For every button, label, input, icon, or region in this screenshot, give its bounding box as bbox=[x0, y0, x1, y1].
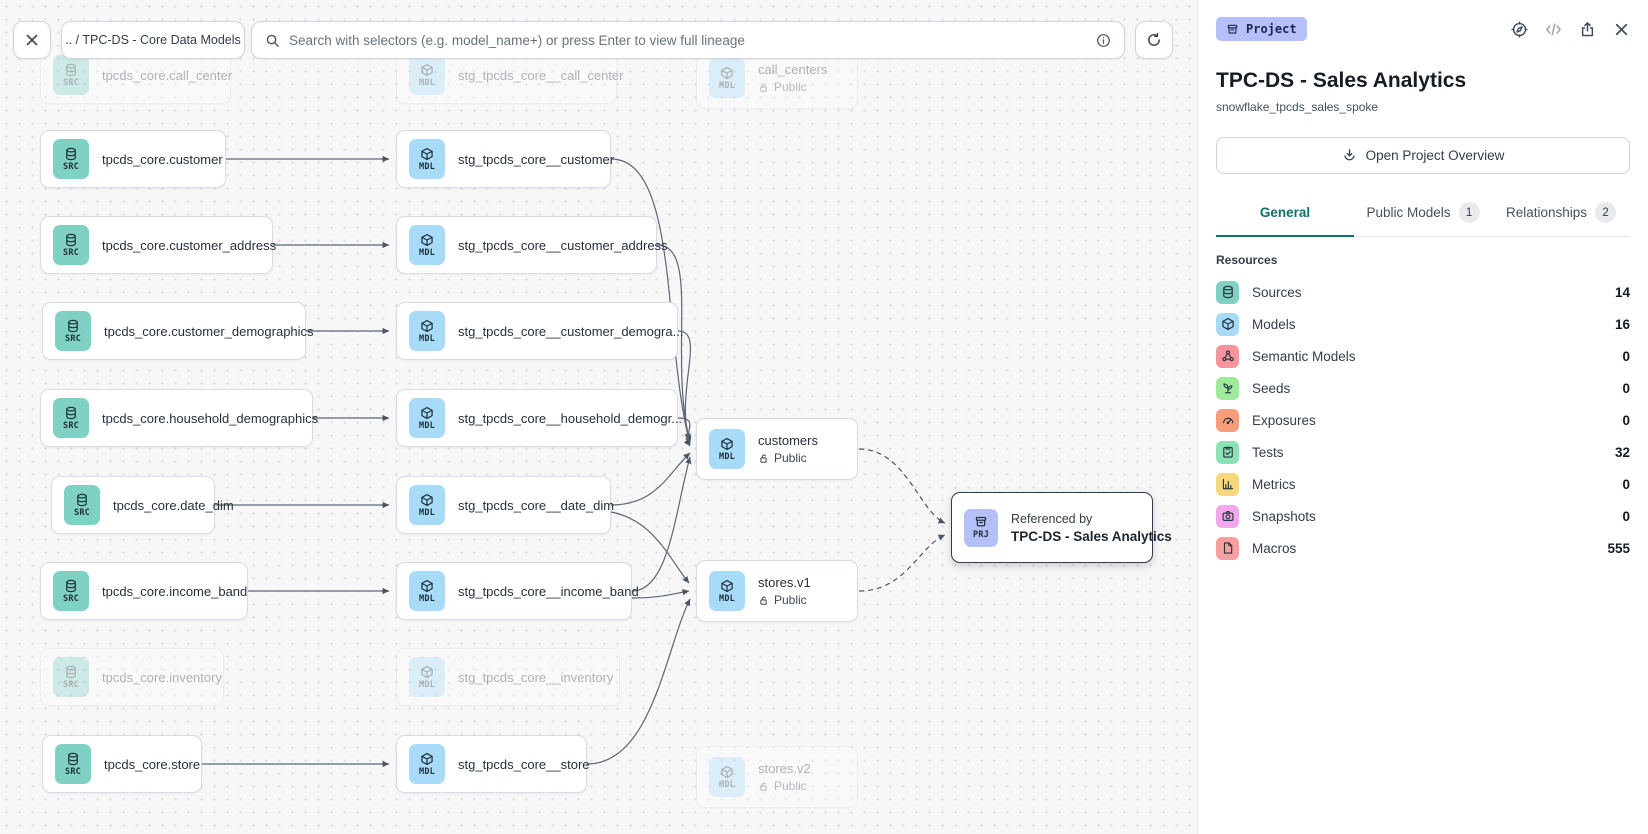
public-access-label: Public bbox=[758, 80, 827, 94]
graph-node-src-date-dim[interactable]: SRC tpcds_core.date_dim bbox=[51, 476, 234, 534]
model-icon: MDL bbox=[709, 757, 745, 797]
resources-section-title: Resources bbox=[1216, 253, 1278, 267]
model-icon: MDL bbox=[409, 398, 445, 438]
search-input[interactable] bbox=[289, 32, 1087, 48]
graph-node-stg-income-band[interactable]: MDL stg_tpcds_core__income_band bbox=[396, 562, 639, 620]
graph-node-stg-customer-demographics[interactable]: MDL stg_tpcds_core__customer_demogra... bbox=[396, 302, 683, 360]
breadcrumb[interactable]: .. / TPC-DS - Core Data Models bbox=[61, 21, 245, 59]
seedling-icon bbox=[1216, 376, 1239, 400]
close-panel-icon[interactable] bbox=[1613, 21, 1630, 38]
file-icon bbox=[1216, 536, 1239, 560]
graph-node-src-inventory[interactable]: SRC tpcds_core.inventory bbox=[40, 648, 224, 706]
bar-chart-icon bbox=[1216, 472, 1239, 496]
graph-node-src-customer-address[interactable]: SRC tpcds_core.customer_address bbox=[40, 216, 276, 274]
code-icon[interactable] bbox=[1545, 21, 1562, 38]
camera-icon bbox=[1216, 504, 1239, 528]
open-project-overview-button[interactable]: Open Project Overview bbox=[1216, 137, 1630, 174]
search-bar bbox=[251, 21, 1125, 59]
graph-node-src-customer[interactable]: SRC tpcds_core.customer bbox=[40, 130, 226, 188]
graph-node-stg-customer-address[interactable]: MDL stg_tpcds_core__customer_address bbox=[396, 216, 668, 274]
graph-node-stores-v2[interactable]: MDL stores.v2 Public bbox=[696, 746, 858, 808]
resource-row-semantic-models: Semantic Models 0 bbox=[1216, 340, 1630, 372]
model-icon: MDL bbox=[709, 571, 745, 611]
source-icon: SRC bbox=[53, 55, 89, 95]
project-subtitle: snowflake_tpcds_sales_spoke bbox=[1216, 100, 1379, 114]
resource-row-snapshots: Snapshots 0 bbox=[1216, 500, 1630, 532]
source-icon: SRC bbox=[53, 657, 89, 697]
page-title: TPC-DS - Sales Analytics bbox=[1216, 69, 1467, 92]
unlock-icon bbox=[758, 82, 769, 93]
graph-node-src-customer-demographics[interactable]: SRC tpcds_core.customer_demographics bbox=[42, 302, 314, 360]
source-icon: SRC bbox=[55, 744, 91, 784]
resource-row-sources: Sources 14 bbox=[1216, 276, 1630, 308]
model-icon: MDL bbox=[709, 58, 745, 98]
tab-public-models[interactable]: Public Models 1 bbox=[1354, 198, 1492, 237]
graph-node-stg-date-dim[interactable]: MDL stg_tpcds_core__date_dim bbox=[396, 476, 614, 534]
tab-badge: 2 bbox=[1595, 202, 1617, 223]
model-icon: MDL bbox=[709, 429, 745, 469]
refresh-icon bbox=[1146, 32, 1162, 48]
unlock-icon bbox=[758, 781, 769, 792]
source-icon: SRC bbox=[64, 485, 100, 525]
overview-icon bbox=[1342, 148, 1357, 163]
graph-node-src-store[interactable]: SRC tpcds_core.store bbox=[42, 735, 202, 793]
public-access-label: Public bbox=[758, 593, 811, 607]
lineage-canvas[interactable]: SRC tpcds_core.call_center SRC tpcds_cor… bbox=[0, 0, 1197, 834]
graph-nodes-icon bbox=[1216, 344, 1239, 368]
resource-type-badge: Project bbox=[1216, 17, 1307, 41]
source-icon: SRC bbox=[53, 139, 89, 179]
clipboard-check-icon bbox=[1216, 440, 1239, 464]
resource-row-seeds: Seeds 0 bbox=[1216, 372, 1630, 404]
graph-node-stores-v1[interactable]: MDL stores.v1 Public bbox=[696, 560, 858, 622]
public-access-label: Public bbox=[758, 451, 818, 465]
model-icon: MDL bbox=[409, 485, 445, 525]
share-icon[interactable] bbox=[1579, 21, 1596, 38]
tab-badge: 1 bbox=[1458, 202, 1480, 223]
source-icon: SRC bbox=[53, 225, 89, 265]
details-panel: Project TPC-DS - Sales Analytics snowfla… bbox=[1197, 0, 1648, 834]
resource-row-macros: Macros 555 bbox=[1216, 532, 1630, 564]
source-icon: SRC bbox=[53, 571, 89, 611]
public-access-label: Public bbox=[758, 779, 811, 793]
refresh-lineage-button[interactable] bbox=[1135, 21, 1173, 59]
resources-list: Sources 14 Models 16 Semantic Models 0 S… bbox=[1216, 276, 1630, 564]
graph-node-stg-household-demographics[interactable]: MDL stg_tpcds_core__household_demogr... bbox=[396, 389, 682, 447]
model-icon: MDL bbox=[409, 311, 445, 351]
model-icon: MDL bbox=[409, 55, 445, 95]
model-icon: MDL bbox=[409, 744, 445, 784]
graph-node-stg-inventory[interactable]: MDL stg_tpcds_core__inventory bbox=[396, 648, 620, 706]
resource-row-models: Models 16 bbox=[1216, 308, 1630, 340]
database-icon bbox=[1216, 280, 1239, 304]
graph-node-src-household-demographics[interactable]: SRC tpcds_core.household_demographics bbox=[40, 389, 318, 447]
model-icon: MDL bbox=[409, 657, 445, 697]
info-icon[interactable] bbox=[1096, 33, 1111, 48]
close-icon bbox=[24, 32, 40, 48]
resource-row-tests: Tests 32 bbox=[1216, 436, 1630, 468]
model-icon: MDL bbox=[409, 139, 445, 179]
panel-tabs: General Public Models 1 Relationships 2 bbox=[1216, 198, 1630, 237]
graph-node-project-sales-analytics[interactable]: PRJ Referenced by TPC-DS - Sales Analyti… bbox=[951, 492, 1172, 563]
graph-node-stg-customer[interactable]: MDL stg_tpcds_core__customer bbox=[396, 130, 614, 188]
close-lineage-button[interactable] bbox=[13, 21, 51, 59]
search-icon bbox=[265, 33, 280, 48]
model-icon: MDL bbox=[409, 225, 445, 265]
focus-lineage-icon[interactable] bbox=[1511, 21, 1528, 38]
graph-node-customers[interactable]: MDL customers Public bbox=[696, 418, 858, 480]
unlock-icon bbox=[758, 453, 769, 464]
graph-node-stg-store[interactable]: MDL stg_tpcds_core__store bbox=[396, 735, 590, 793]
tab-relationships[interactable]: Relationships 2 bbox=[1492, 198, 1630, 237]
project-icon: PRJ bbox=[964, 508, 998, 547]
cube-icon bbox=[1216, 312, 1239, 336]
project-icon bbox=[1226, 23, 1239, 36]
unlock-icon bbox=[758, 595, 769, 606]
resource-row-metrics: Metrics 0 bbox=[1216, 468, 1630, 500]
graph-node-src-income-band[interactable]: SRC tpcds_core.income_band bbox=[40, 562, 248, 620]
model-icon: MDL bbox=[409, 571, 445, 611]
source-icon: SRC bbox=[53, 398, 89, 438]
resource-row-exposures: Exposures 0 bbox=[1216, 404, 1630, 436]
gauge-icon bbox=[1216, 408, 1239, 432]
source-icon: SRC bbox=[55, 311, 91, 351]
tab-general[interactable]: General bbox=[1216, 198, 1354, 237]
